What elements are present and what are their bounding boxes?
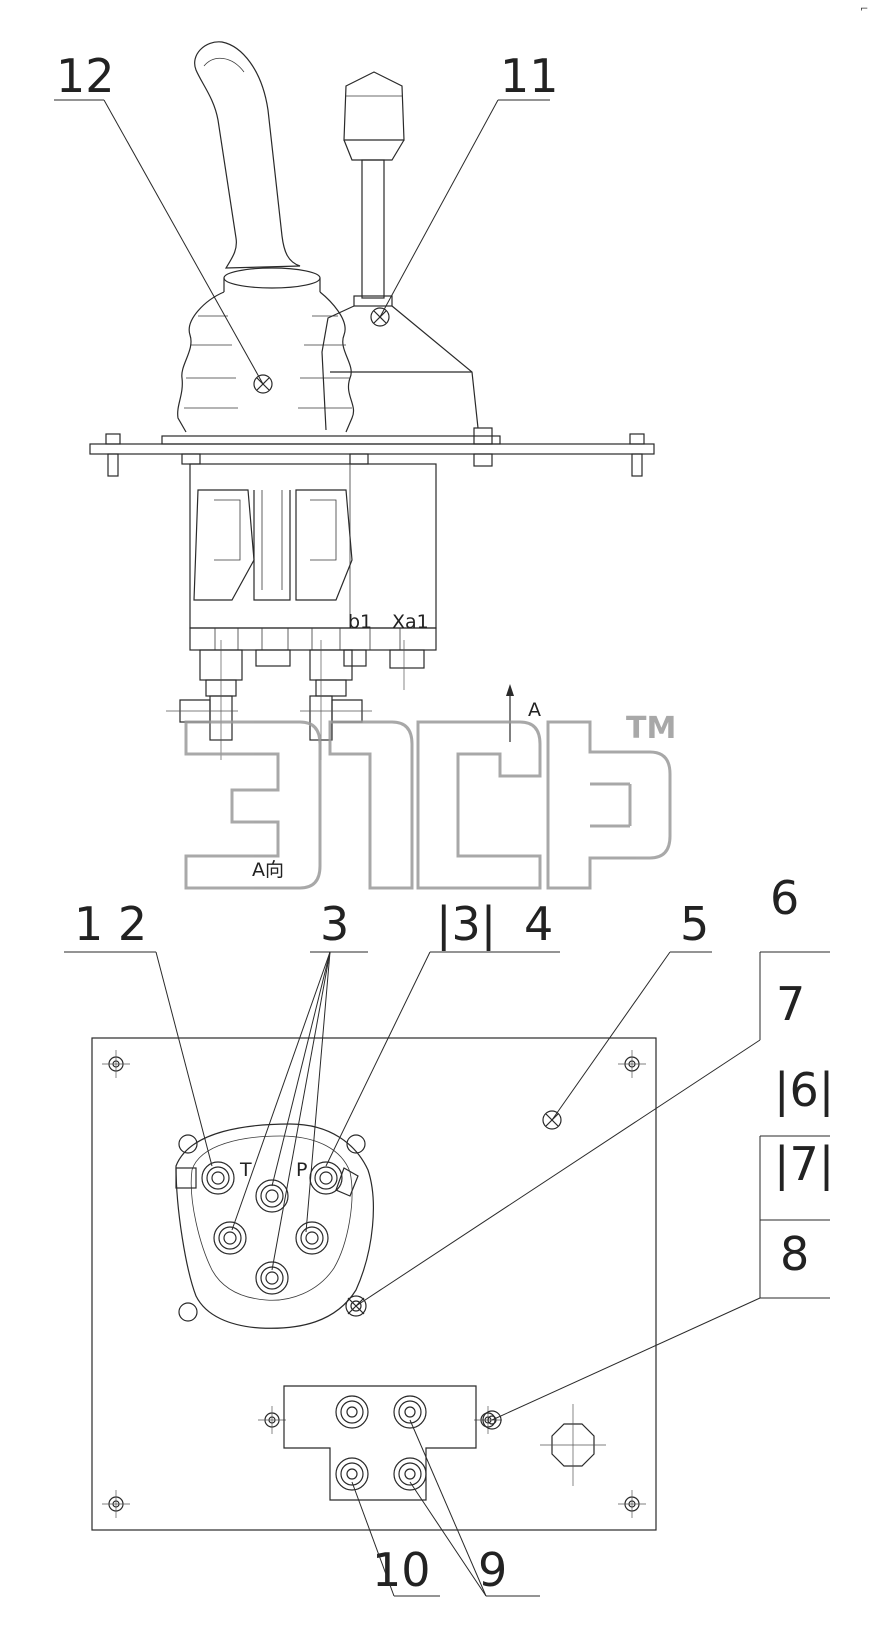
callout-16: |6| (774, 1063, 834, 1118)
callout-10: 10 (372, 1543, 431, 1597)
valve-flange (175, 1123, 374, 1329)
view-arrow-label: A (528, 699, 541, 721)
callout-7: 7 (776, 977, 805, 1031)
callout-11: 11 (500, 49, 559, 103)
watermark-tm: TM (626, 711, 676, 746)
mounting-plate-side (89, 427, 655, 477)
port-label-t: T (239, 1159, 252, 1181)
port-label-b1: b1 (348, 611, 372, 633)
straight-lever-11 (321, 71, 479, 431)
view-arrow-a: A (506, 684, 541, 742)
callout-3: 3 (320, 897, 349, 951)
callout-4: 4 (524, 897, 553, 951)
mounting-holes (102, 1050, 646, 1518)
octagon-boss (540, 1404, 606, 1486)
callout-1-2: 1 2 (74, 897, 147, 951)
base-plate (91, 1037, 657, 1531)
svg-text:⌐: ⌐ (860, 4, 868, 15)
port-label-p: P (296, 1159, 307, 1181)
valve-body (166, 463, 437, 760)
view-a-caption: A向 (252, 859, 284, 881)
joystick-handle-12 (177, 41, 354, 433)
valve-ports (175, 1161, 359, 1295)
callout-8: 8 (780, 1227, 809, 1281)
callout-17: |7| (774, 1137, 834, 1192)
callout-5: 5 (680, 897, 709, 951)
marker-8 (482, 1410, 502, 1430)
manifold-block (283, 1385, 477, 1501)
callout-13: |3| (436, 897, 496, 952)
callout-6: 6 (770, 871, 799, 925)
callout-12: 12 (56, 49, 115, 103)
port-label-xa1: Xa1 (392, 611, 429, 633)
watermark-logo: TM (184, 711, 676, 890)
